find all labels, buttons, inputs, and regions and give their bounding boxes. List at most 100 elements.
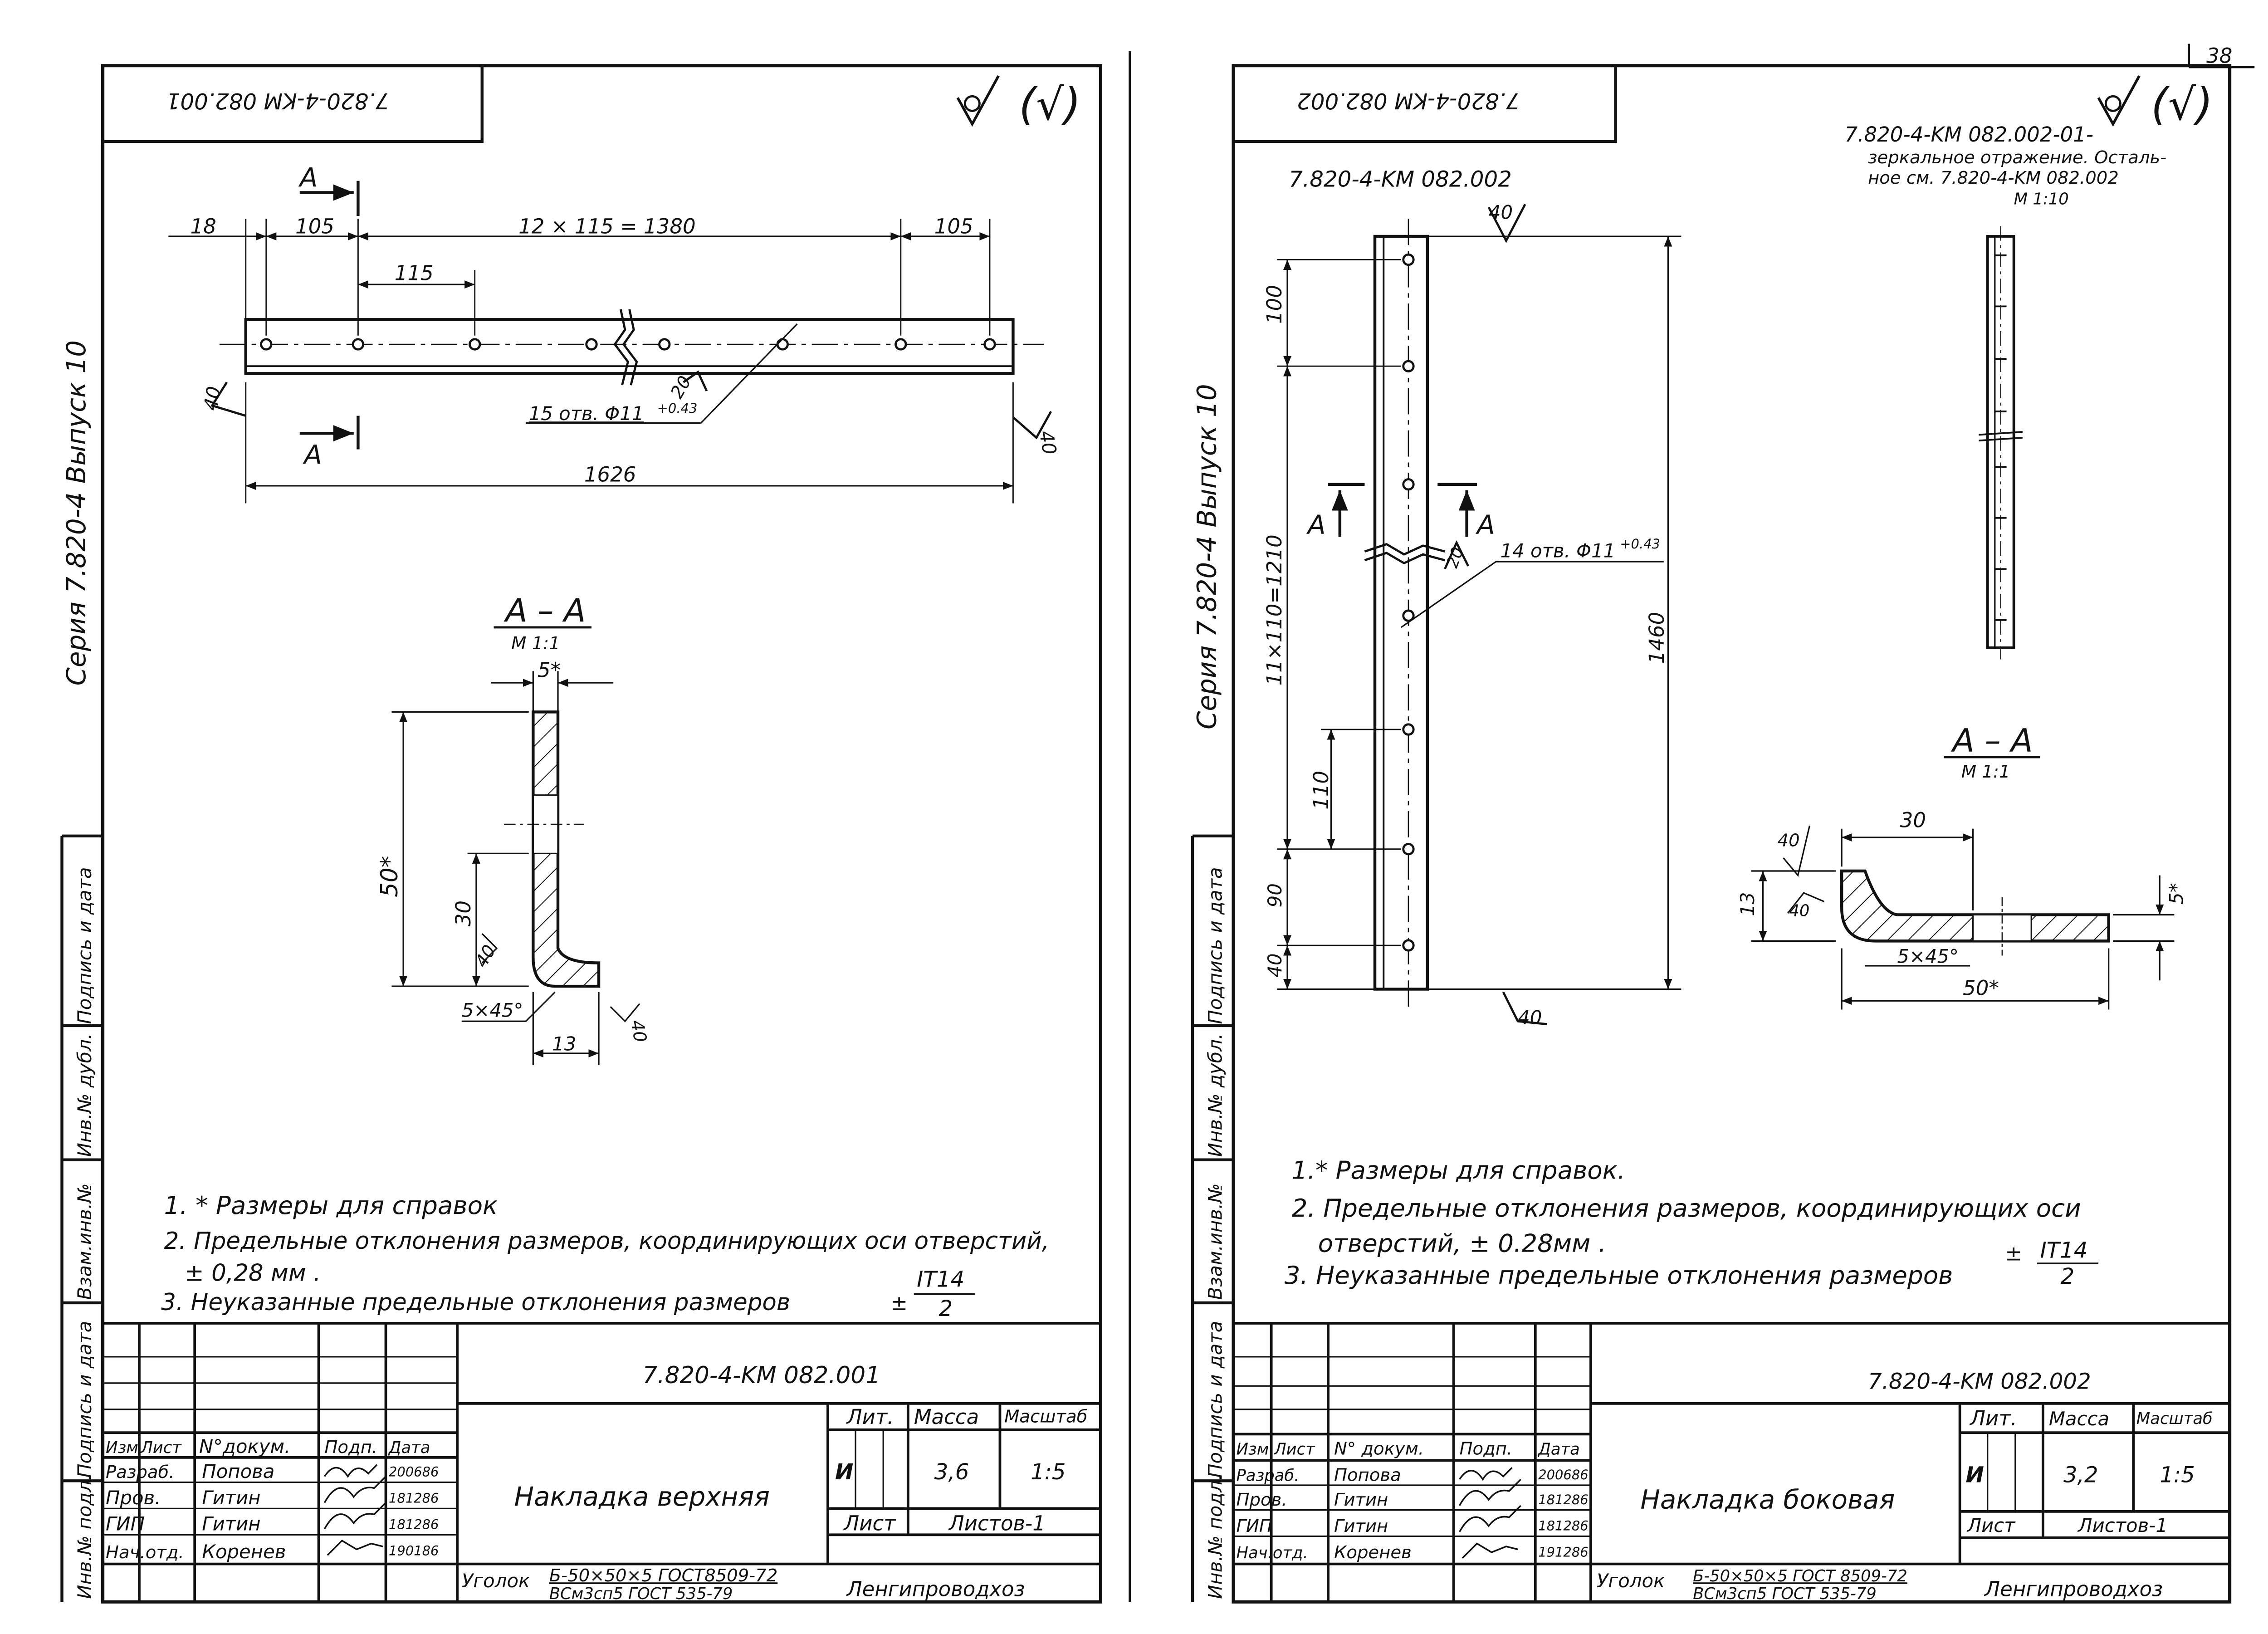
mirror-text: зеркальное отражение. Осталь- <box>1868 147 2166 168</box>
tb-role: Пров. <box>1236 1490 1287 1510</box>
dim: 50* <box>376 856 403 897</box>
tb-role: ГИП <box>1236 1516 1272 1536</box>
tb-date: 181286 <box>389 1491 439 1506</box>
tolerance-sign: ± <box>2005 1242 2022 1266</box>
side-label: Инв.№ дубл. <box>73 1033 96 1157</box>
tb-date: 200686 <box>389 1464 439 1480</box>
tb-hdr: Масштаб <box>2136 1409 2213 1428</box>
tb-hdr: Лит. <box>846 1405 894 1429</box>
note: 1. * Размеры для справок <box>164 1191 498 1220</box>
section-aa: A – A М 1:1 30 40 40 <box>1736 721 2188 1010</box>
tb-date: 181286 <box>1538 1518 1588 1534</box>
note: отверстий, ± 0.28мм . <box>1318 1228 1607 1257</box>
tb-title: Накладка боковая <box>1640 1484 1895 1515</box>
tb-hdr: Подп. <box>1460 1438 1513 1459</box>
tb-hdr: Лист <box>140 1438 182 1457</box>
dim: 5* <box>538 658 561 682</box>
dim: 5×45° <box>1897 945 1959 968</box>
side-label: Инв.№ дубл. <box>1204 1033 1226 1157</box>
tolerance-num: ІT14 <box>2040 1238 2088 1263</box>
tolerance-den: 2 <box>2061 1264 2075 1289</box>
section-mark: A <box>302 440 322 470</box>
roughness-text: (√) <box>2151 79 2213 130</box>
tb-sheets: Листов-1 <box>2077 1514 2168 1536</box>
tb-scale: 1:5 <box>1031 1459 1066 1485</box>
page-number: 38 <box>2206 44 2232 68</box>
mirror-note: 7.820-4-KM 082.002-01- зеркальное отраже… <box>1845 122 2167 208</box>
dim: 13 <box>552 1033 576 1055</box>
dim: 1626 <box>584 462 636 486</box>
dim: 105 <box>295 215 334 239</box>
tb-material-label: Уголок <box>462 1570 530 1592</box>
holes-note: 15 отв. Φ11 <box>529 402 644 425</box>
dim: 50* <box>1963 976 1999 1000</box>
frame <box>101 64 1102 1604</box>
roughness-value: 40 <box>1518 1007 1542 1029</box>
dim: 13 <box>1736 892 1759 916</box>
tb-material-label: Уголок <box>1597 1570 1665 1592</box>
tb-hdr: Подп. <box>324 1437 377 1458</box>
tb-person: Гитин <box>1334 1516 1388 1536</box>
title-block-text: 7.820-4-KM 082.001 Изм Лист N°докум. Под… <box>106 1362 1087 1603</box>
tb-role: Разраб. <box>1236 1466 1299 1485</box>
section-title: A – A <box>1951 721 2033 759</box>
roughness-value: 40 <box>1489 201 1513 223</box>
side-label: Подпись и дата <box>73 1321 96 1478</box>
tb-hdr: N°докум. <box>199 1435 290 1458</box>
tb-sheet: Лист <box>843 1512 896 1536</box>
holes-tolerance: +0.43 <box>657 401 698 416</box>
tb-code: 7.820-4-KM 082.002 <box>1868 1369 2091 1394</box>
tb-hdr: Масса <box>914 1405 979 1429</box>
tb-lit: И <box>835 1459 853 1485</box>
note: 2. Предельные отклонения размеров, коорд… <box>164 1228 1049 1255</box>
tb-person: Попова <box>202 1460 274 1482</box>
roughness-value: 40 <box>199 385 225 412</box>
tb-hdr: Изм <box>1236 1440 1269 1458</box>
title-block <box>101 1322 1102 1604</box>
dim: 115 <box>395 261 434 285</box>
part-plate-view <box>1277 204 1681 1026</box>
section-title: A – A <box>503 592 586 629</box>
roughness-value: 40 <box>1035 429 1061 456</box>
tb-hdr: Дата <box>1537 1440 1580 1458</box>
dim: 40 <box>1264 954 1286 978</box>
tb-role: Пров. <box>106 1487 161 1509</box>
holes-note: 14 отв. Φ11 <box>1501 540 1616 562</box>
tb-date: 190186 <box>389 1543 439 1558</box>
dim: 1460 <box>1645 612 1669 664</box>
tb-person: Коренев <box>1334 1542 1412 1563</box>
roughness-mark: (√) <box>2097 75 2213 130</box>
roughness-text: (√) <box>1019 79 1081 130</box>
section-mark: A <box>1306 509 1326 540</box>
dim: 12 × 115 = 1380 <box>518 215 695 239</box>
section-mark: A <box>1475 509 1495 540</box>
note: 3. Неуказанные предельные отклонения раз… <box>161 1289 790 1316</box>
dim: 105 <box>934 215 973 239</box>
stamp-code: 7.820-4-KM 082.002 <box>1297 88 1520 113</box>
note: 3. Неуказанные предельные отклонения раз… <box>1285 1261 1953 1290</box>
tb-date: 181286 <box>389 1517 439 1532</box>
tb-hdr: Лист <box>1273 1440 1315 1458</box>
section-aa: A – A М 1:1 5* 50* 30 <box>376 592 650 1065</box>
plate-dimensions: 40 100 11×110=1210 1460 110 90 40 40 20 … <box>1262 201 1669 1028</box>
tb-hdr: Масса <box>2049 1408 2109 1430</box>
mirror-text: ное см. 7.820-4-KM 082.002 <box>1868 168 2119 188</box>
signatures <box>323 1464 386 1556</box>
tb-date: 191286 <box>1538 1545 1588 1560</box>
roughness-mark: (√) <box>956 75 1081 130</box>
dim: 100 <box>1262 285 1286 324</box>
dim: 30 <box>1900 808 1926 832</box>
side-label: Подпись и дата <box>1204 867 1226 1024</box>
side-label: Инв.№ подл. <box>1204 1474 1226 1599</box>
mirror-scale: М 1:10 <box>2014 190 2069 208</box>
series-label: Серия 7.820-4 Выпуск 10 <box>61 340 92 686</box>
dim: 30 <box>451 900 475 926</box>
stamp-box <box>1232 64 1617 143</box>
sheet-right: 7.820-4-KM 082.002 (√) Подпись и дата Ин… <box>1191 64 2232 1604</box>
tb-hdr: Масштаб <box>1004 1407 1087 1427</box>
section-mark: A <box>298 162 318 193</box>
sheet-left: 7.820-4-KM 082.001 (√) Подпись и дата Ин… <box>60 64 1102 1604</box>
tb-title: Накладка верхняя <box>514 1481 770 1512</box>
dim: 110 <box>1309 771 1333 810</box>
